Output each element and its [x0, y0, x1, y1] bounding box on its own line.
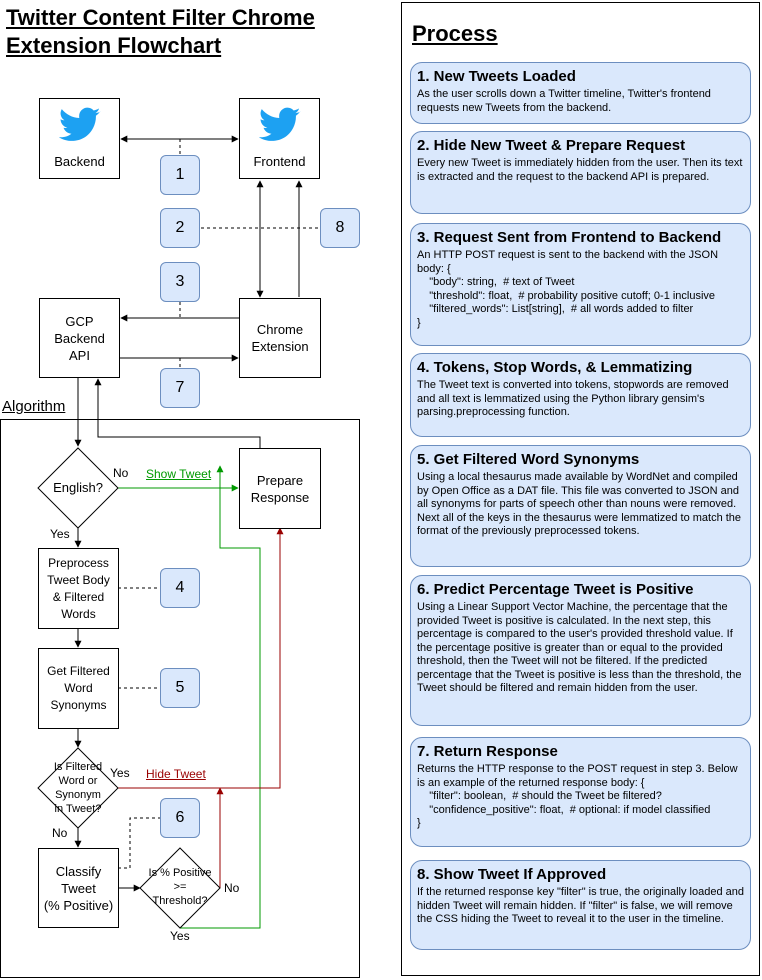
- threshold-decision: [139, 847, 221, 929]
- process-step-7: 7. Return Response Returns the HTTP resp…: [410, 737, 751, 847]
- process-step-heading: 4. Tokens, Stop Words, & Lemmatizing: [417, 359, 693, 376]
- process-step-heading: 8. Show Tweet If Approved: [417, 866, 607, 883]
- process-step-heading: 1. New Tweets Loaded: [417, 68, 576, 85]
- process-step-heading: 6. Predict Percentage Tweet is Positive: [417, 581, 694, 598]
- frontend-label: Frontend: [253, 154, 306, 169]
- process-step-heading: 5. Get Filtered Word Synonyms: [417, 451, 640, 468]
- process-step-4: 4. Tokens, Stop Words, & Lemmatizing The…: [410, 353, 751, 437]
- english-no-label: No: [113, 466, 129, 480]
- step-badge-4: 4: [160, 568, 200, 608]
- process-title: Process: [412, 21, 498, 46]
- process-step-body: An HTTP POST request is sent to the back…: [417, 249, 719, 329]
- step-badge-2: 2: [160, 208, 200, 248]
- process-step-body: As the user scrolls down a Twitter timel…: [417, 88, 714, 114]
- is-filtered-decision: [37, 747, 119, 829]
- show-tweet-label: Show Tweet: [146, 467, 212, 481]
- hide-tweet-label: Hide Tweet: [146, 767, 206, 781]
- threshold-yes-label: Yes: [170, 929, 190, 943]
- process-step-3: 3. Request Sent from Frontend to Backend…: [410, 223, 751, 346]
- step-badge-7: 7: [160, 368, 200, 408]
- flowchart-canvas: [0, 135, 360, 978]
- prepare-to-gcp-arrow: [94, 378, 261, 448]
- english-decision: [37, 447, 119, 529]
- preprocess-box: Preprocess Tweet Body & Filtered Words: [38, 548, 119, 629]
- process-step-5: 5. Get Filtered Word Synonyms Using a lo…: [410, 445, 751, 567]
- process-step-2: 2. Hide New Tweet & Prepare Request Ever…: [410, 131, 751, 214]
- filtered-no-label: No: [52, 826, 68, 840]
- process-step-body: The Tweet text is converted into tokens,…: [417, 379, 732, 418]
- process-step-heading: 7. Return Response: [417, 743, 558, 760]
- step-badge-3: 3: [160, 262, 200, 302]
- classify-tweet-box: Classify Tweet (% Positive): [38, 848, 119, 928]
- gcp-backend-api-box: GCP Backend API: [39, 298, 120, 378]
- step-badge-6: 6: [160, 798, 200, 838]
- is-filtered-decision-label: Is Filtered Word or Synonym in Tweet?: [53, 761, 103, 815]
- prepare-response-box: Prepare Response: [239, 448, 321, 529]
- frontend-box: Frontend: [239, 98, 320, 179]
- process-step-heading: 3. Request Sent from Frontend to Backend: [417, 229, 722, 246]
- process-panel: Process 1. New Tweets Loaded As the user…: [401, 2, 760, 976]
- step-badge-5: 5: [160, 668, 200, 708]
- process-step-6: 6. Predict Percentage Tweet is Positive …: [410, 575, 751, 726]
- process-step-body: Using a Linear Support Vector Machine, t…: [417, 601, 745, 694]
- process-step-body: Using a local thesaurus made available b…: [417, 471, 745, 537]
- filtered-yes-label: Yes: [110, 766, 130, 780]
- algorithm-container: [0, 419, 360, 978]
- threshold-decision-label: Is % Positive >= Threshold?: [148, 867, 212, 907]
- english-decision-label: English?: [53, 480, 103, 495]
- hide-tweet-arrow-filtered: [118, 527, 284, 789]
- backend-label: Backend: [54, 154, 105, 169]
- step-badge-1: 1: [160, 155, 200, 195]
- process-step-8: 8. Show Tweet If Approved If the returne…: [410, 860, 751, 950]
- process-step-body: Returns the HTTP response to the POST re…: [417, 763, 738, 829]
- process-step-body: Every new Tweet is immediately hidden fr…: [417, 157, 746, 183]
- get-synonyms-box: Get Filtered Word Synonyms: [38, 648, 119, 729]
- twitter-bird-icon: [58, 107, 100, 141]
- process-step-heading: 2. Hide New Tweet & Prepare Request: [417, 137, 686, 154]
- english-yes-label: Yes: [50, 527, 70, 541]
- chrome-extension-box: Chrome Extension: [239, 298, 321, 378]
- process-step-body: If the returned response key "filter" is…: [417, 886, 748, 925]
- threshold-no-label: No: [224, 881, 240, 895]
- algorithm-label: Algorithm: [2, 398, 66, 415]
- process-step-1: 1. New Tweets Loaded As the user scrolls…: [410, 62, 751, 124]
- page-title: Twitter Content Filter Chrome Extension …: [6, 5, 315, 58]
- twitter-bird-icon: [258, 107, 300, 141]
- step-badge-8: 8: [320, 208, 360, 248]
- backend-box: Backend: [39, 98, 120, 179]
- show-tweet-arrow-threshold: [180, 465, 261, 929]
